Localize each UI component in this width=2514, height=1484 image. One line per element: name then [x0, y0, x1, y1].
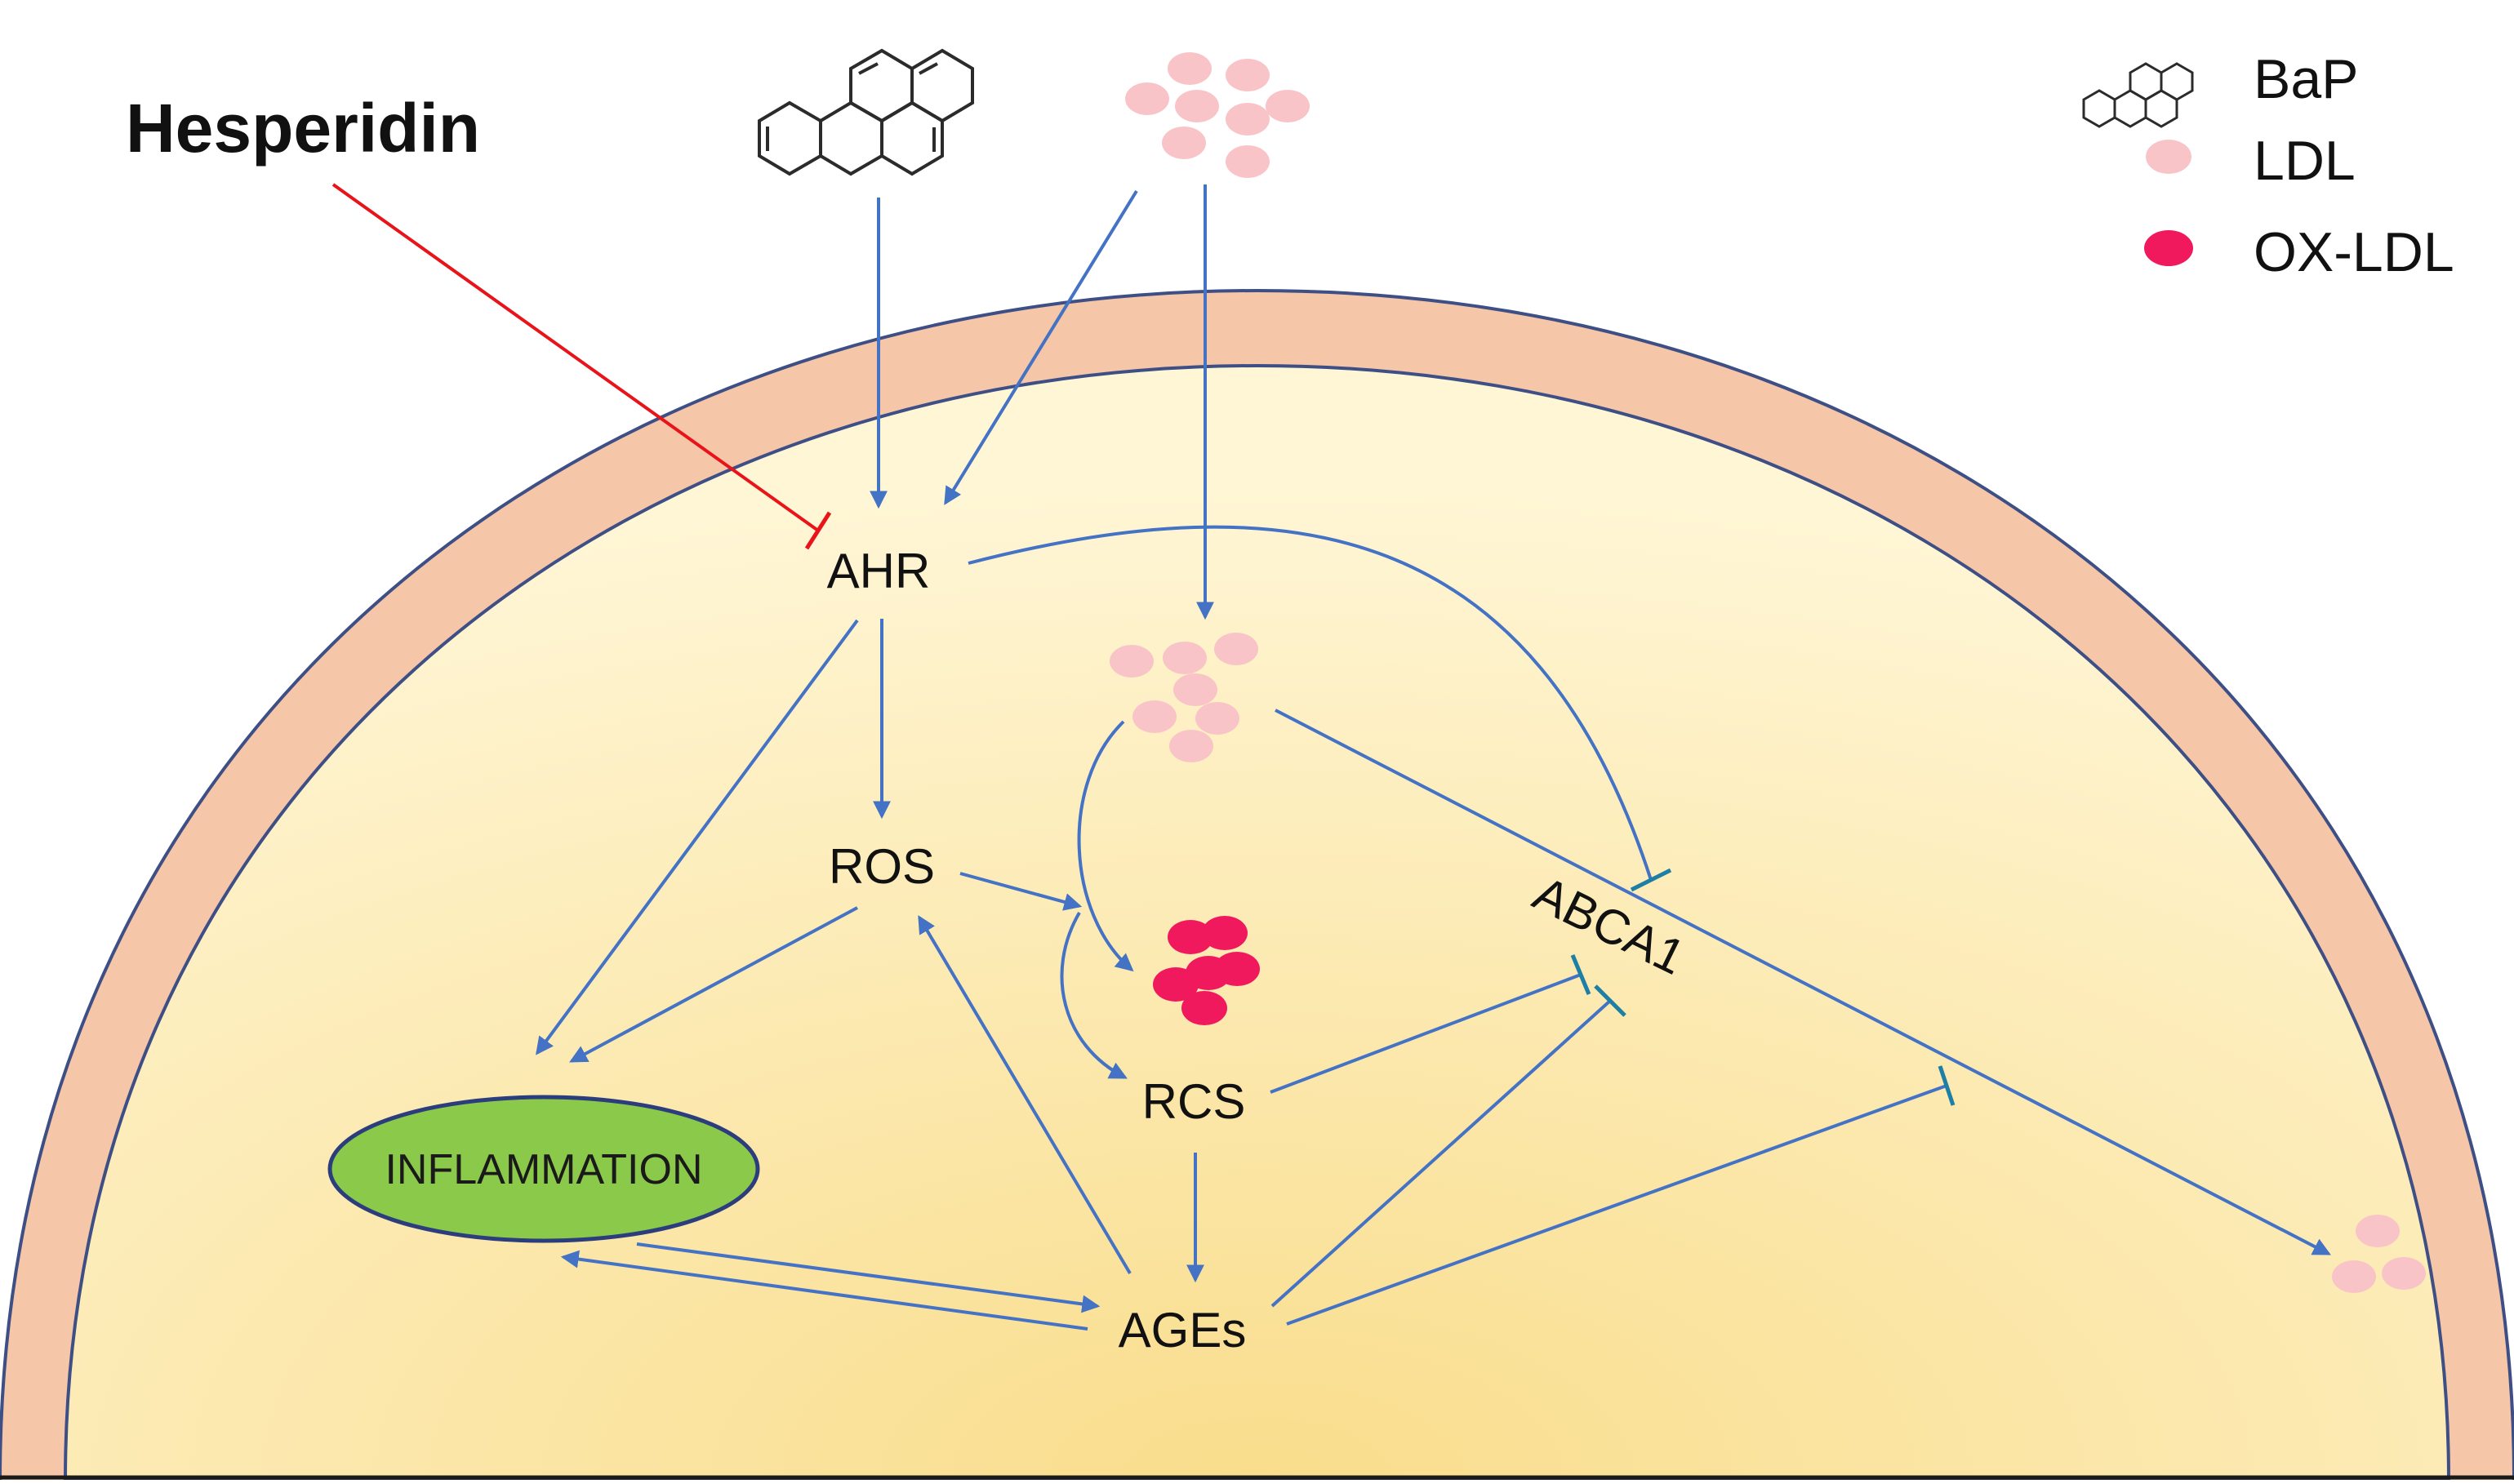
hesperidin-label: Hesperidin [126, 90, 480, 167]
inhibit-ages-to-abca1 [1270, 999, 1612, 1308]
cell-membrane-edge [0, 288, 2514, 1481]
inflammation-label: INFLAMMATION [385, 1146, 702, 1193]
arrow-ahr-to-inflammation [536, 619, 859, 1055]
arrow-ldl-efflux [1275, 709, 2331, 1255]
legend: BaP LDL OX-LDL [2082, 48, 2454, 283]
cytoplasm [63, 363, 2451, 1482]
legend-ldl-label: LDL [2254, 130, 2356, 192]
inflammation-node [327, 1095, 760, 1243]
legend-oxldl-label: OX-LDL [2254, 221, 2454, 283]
extracellular-ldl-cluster [1125, 52, 1310, 178]
arrow-ages-to-ros [918, 915, 1132, 1275]
intracellular-ldl-cluster [1110, 633, 1258, 762]
inhibition-lines [968, 525, 1956, 1326]
ahr-label: AHR [827, 544, 931, 598]
ages-label: AGEs [1119, 1303, 1247, 1357]
inhibit-rcs-to-abca1 [1270, 973, 1582, 1094]
ox-ldl-particle-icon [2144, 230, 2193, 266]
arrow-inflammation-to-ages [636, 1242, 1101, 1313]
inhibit-ages-to-efflux [1286, 1084, 1947, 1326]
arrow-ros-to-inflammation [569, 906, 858, 1063]
rcs-label: RCS [1142, 1074, 1246, 1129]
benzo-a-pyrene-structure-icon [2082, 62, 2194, 128]
effluxed-ldl-cluster [2332, 1215, 2426, 1293]
arrow-ages-to-inflammation [560, 1250, 1088, 1331]
arrow-branch-to-rcs [1060, 911, 1128, 1079]
hesperidin-inhibition [331, 183, 832, 550]
activation-arrows [536, 184, 2331, 1331]
arrow-ldl-to-oxldl [1077, 720, 1134, 972]
arrow-ros-to-branch [959, 872, 1083, 911]
arrow-ldl-to-ahr [944, 189, 1138, 505]
inhibit-ahr-to-abca1 [968, 525, 1653, 881]
ldl-particle-icon [2146, 140, 2191, 174]
ox-ldl-cluster [1153, 916, 1260, 1025]
bap-molecule-icon [758, 48, 974, 176]
legend-bap-label: BaP [2254, 48, 2359, 110]
ros-label: ROS [829, 839, 935, 894]
